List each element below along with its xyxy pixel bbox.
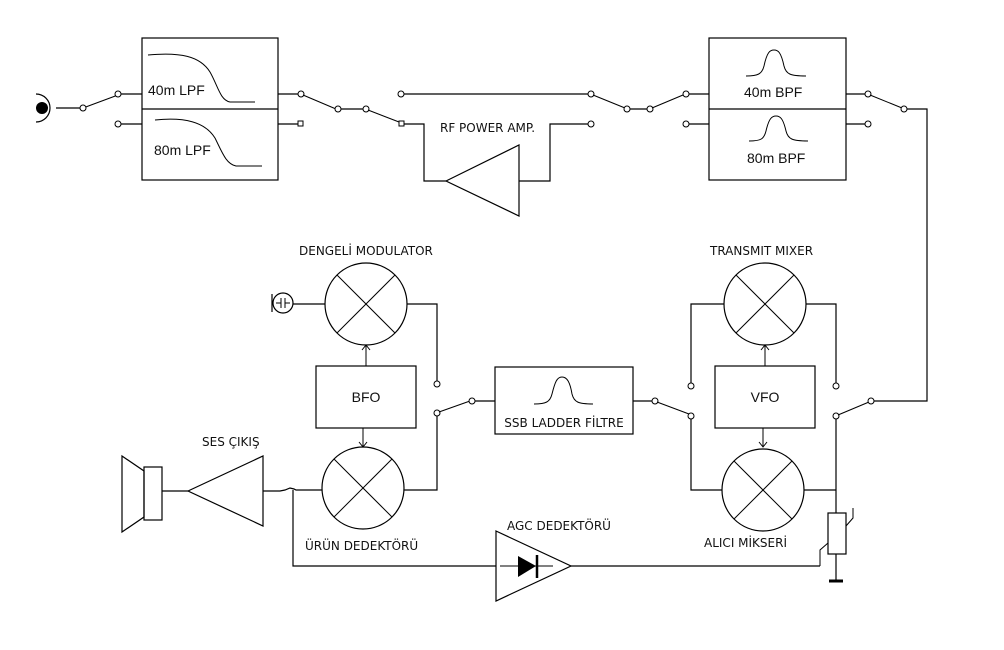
agc-input-wire [292, 490, 496, 567]
lpf40-label: 40m LPF [148, 82, 205, 98]
bfo-label: BFO [352, 389, 381, 405]
mixer-icon [324, 262, 408, 346]
bpf80-label: 80m BPF [747, 150, 805, 166]
transmit-mixer-label: TRANSMIT MIXER [709, 244, 813, 258]
wire [407, 303, 438, 381]
arrow-up-icon [760, 344, 770, 351]
bandpass-curve-icon [745, 49, 807, 77]
lpf-block [141, 37, 279, 181]
lowpass-curve-icon [147, 53, 255, 103]
wire [519, 123, 589, 182]
wire [806, 303, 837, 383]
rf-txrx-switch[interactable] [832, 382, 875, 420]
wire [404, 123, 446, 182]
arrow-down-icon [758, 441, 768, 448]
bandpass-curve-icon [533, 376, 594, 405]
amplifier-triangle-icon [444, 144, 520, 217]
mixer-icon [321, 446, 405, 530]
bpf-input-switch[interactable] [646, 90, 690, 128]
lowpass-curve-icon [154, 118, 262, 167]
receive-mixer-label: ALICI MİKSERİ [704, 535, 787, 550]
mixer-icon [723, 262, 807, 346]
ssb-filter-label: SSB LADDER FİLTRE [504, 415, 623, 430]
diode-icon [518, 556, 536, 577]
agc-detector-label: AGC DEDEKTÖRÜ [507, 517, 611, 533]
pa-bypass-switch[interactable] [362, 90, 405, 127]
lpf-input-switch[interactable] [79, 90, 122, 128]
microphone-icon [271, 292, 294, 314]
mixer-icon [721, 448, 805, 532]
vfo-label: VFO [751, 389, 780, 405]
bpf-output-switch[interactable] [864, 90, 908, 128]
lpf80-label: 80m LPF [154, 142, 211, 158]
amplifier-triangle-icon [186, 455, 264, 527]
product-detector-label: ÜRÜN DEDEKTÖRÜ [305, 537, 418, 553]
pa-output-switch[interactable] [587, 90, 631, 128]
speaker-icon [121, 454, 163, 534]
filter-left-switch[interactable] [433, 380, 476, 417]
antenna-connector-icon [35, 93, 51, 123]
audio-output-label: SES ÇIKIŞ [202, 435, 260, 449]
variable-resistor-icon [819, 508, 854, 566]
wire [690, 303, 724, 383]
lpf-output-switch[interactable] [297, 90, 342, 127]
wire [690, 419, 722, 491]
rf-amp-label: RF POWER AMP. [440, 121, 535, 135]
rf-return-wire [874, 108, 928, 402]
filter-right-switch[interactable] [651, 382, 695, 420]
bpf-block [708, 37, 847, 181]
balanced-modulator-label: DENGELİ MODULATOR [299, 243, 433, 258]
wire [404, 416, 438, 491]
bpf40-label: 40m BPF [744, 84, 802, 100]
arrow-up-icon [361, 344, 371, 351]
bandpass-curve-icon [748, 115, 809, 142]
audio-wire [263, 487, 322, 492]
